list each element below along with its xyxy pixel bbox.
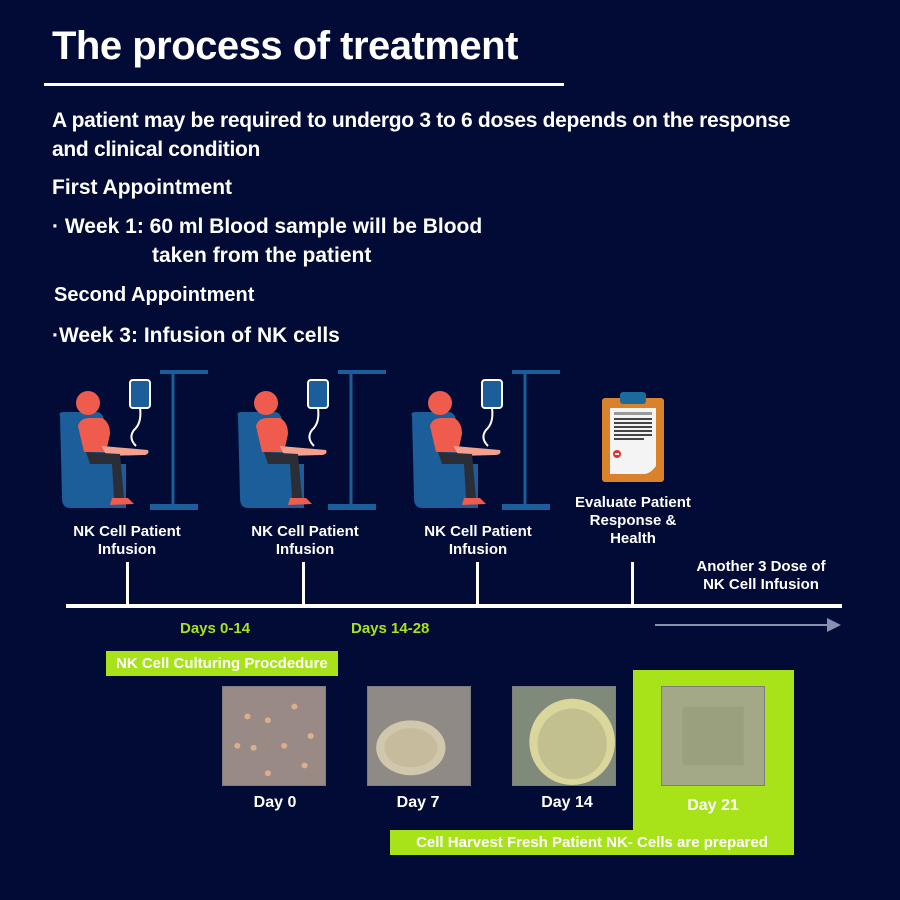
week1-text-continued: taken from the patient [152, 244, 372, 267]
next-step-line2: NK Cell Infusion [703, 576, 819, 593]
week1-text: · Week 1: 60 ml Blood sample will be Blo… [52, 215, 483, 238]
station-4-line2: Response & [589, 512, 677, 529]
station-4-line1: Evaluate Patient [575, 494, 691, 511]
title-underline [44, 83, 564, 86]
station-2-line1: NK Cell Patient [251, 523, 359, 540]
period-label-1: Days 0-14 [180, 620, 251, 637]
second-appointment-bullet: ·Week 3: Infusion of NK cells [52, 324, 340, 347]
period-label-2: Days 14-28 [351, 620, 430, 637]
page-title: The process of treatment [52, 24, 518, 68]
station-2-line2: Infusion [275, 541, 335, 558]
patient-infusion-icon [228, 368, 398, 518]
clipboard-icon [600, 390, 666, 484]
microscope-image-day14 [512, 686, 616, 786]
station-label-1: NK Cell Patient Infusion [42, 523, 212, 559]
timeline-tick [631, 562, 634, 606]
station-3-line1: NK Cell Patient [424, 523, 532, 540]
station-label-2: NK Cell Patient Infusion [220, 523, 390, 559]
first-appointment-bullet: · Week 1: 60 ml Blood sample will be Blo… [52, 212, 482, 270]
timeline-tick [476, 562, 479, 606]
station-1-line1: NK Cell Patient [73, 523, 181, 540]
first-appointment-heading: First Appointment [52, 176, 233, 199]
station-label-4: Evaluate Patient Response & Health [548, 494, 718, 548]
arrow-right-icon [655, 618, 841, 632]
intro-text: A patient may be required to undergo 3 t… [52, 109, 791, 161]
next-step-line1: Another 3 Dose of [696, 558, 826, 575]
culture-day-label-14: Day 14 [541, 794, 593, 811]
culture-day-label-21: Day 21 [687, 797, 739, 814]
timeline-tick [302, 562, 305, 606]
next-step-label: Another 3 Dose of NK Cell Infusion [676, 558, 846, 594]
culture-day-label-0: Day 0 [253, 794, 297, 811]
culturing-procedure-label: NK Cell Culturing Procdedure [106, 651, 338, 676]
microscope-image-day0 [222, 686, 326, 786]
second-appointment-heading: Second Appointment [54, 284, 255, 306]
station-3-line2: Infusion [448, 541, 508, 558]
station-4-line3: Health [610, 530, 656, 547]
culture-day-label-7: Day 7 [396, 794, 440, 811]
harvest-label: Cell Harvest Fresh Patient NK- Cells are… [390, 830, 794, 855]
microscope-image-day7 [367, 686, 471, 786]
timeline-tick [126, 562, 129, 606]
microscope-image-day21 [661, 686, 765, 786]
station-1-line2: Infusion [97, 541, 157, 558]
patient-infusion-icon [402, 368, 572, 518]
timeline-axis [66, 604, 842, 608]
station-label-3: NK Cell Patient Infusion [393, 523, 563, 559]
patient-infusion-icon [50, 368, 220, 518]
